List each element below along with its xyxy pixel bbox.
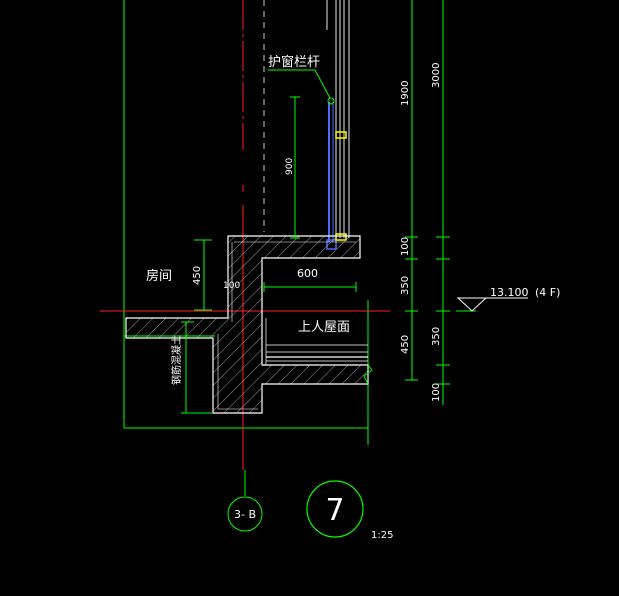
floor-label: (4 F) [535, 286, 560, 299]
scale-label: 1:25 [371, 530, 393, 541]
yellow-markers [335, 131, 347, 241]
guard-rail [326, 97, 337, 250]
dim-900: 900 [285, 158, 295, 175]
dim-450-left: 450 [192, 266, 203, 285]
elevation-marker [456, 297, 528, 312]
detail-number-bubble: 7 [306, 480, 364, 538]
detail-number: 7 [325, 493, 344, 528]
dim-100-bottom: 100 [431, 383, 442, 402]
dimension-lines [181, 0, 476, 414]
dim-100-top: 100 [400, 237, 411, 256]
room-label: 房间 [146, 268, 172, 284]
concrete-inner-edge [217, 241, 356, 410]
axis-tag: 3- B [227, 496, 263, 532]
dim-3000: 3000 [431, 63, 442, 88]
dim-350-lower: 350 [431, 327, 442, 346]
axis-tag-text: 3- B [234, 508, 256, 521]
window-frame-lines [326, 0, 350, 238]
guard-rail-label: 护窗栏杆 [268, 54, 320, 70]
elevation-value: 13.100 [490, 286, 529, 299]
dim-1900: 1900 [400, 81, 411, 106]
dim-350-right: 350 [400, 276, 411, 295]
concrete-section [125, 235, 369, 414]
guard-rail-leader [268, 69, 331, 99]
dim-100-left: 100 [223, 281, 240, 291]
vertical-note: 钢筋混凝土 [170, 335, 183, 385]
dim-600: 600 [297, 267, 318, 280]
dim-450-right: 450 [400, 335, 411, 354]
roof-layers [265, 318, 368, 365]
break-line [363, 364, 373, 385]
roof-label: 上人屋面 [298, 320, 350, 335]
